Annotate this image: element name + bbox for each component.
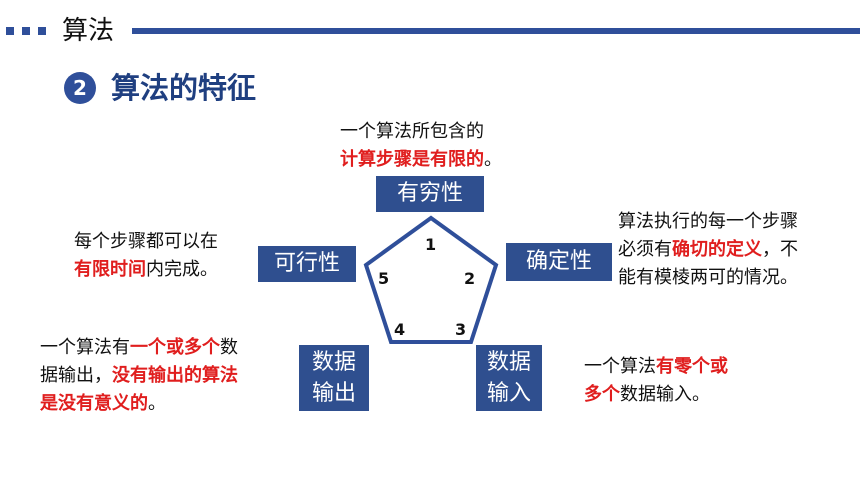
note-input-highlight-1: 有零个或 [656, 356, 728, 377]
note-feasibility-highlight: 有限时间 [74, 259, 146, 280]
note-output-text-d: 。 [148, 393, 166, 414]
note-finiteness-highlight: 计算步骤是有限的 [340, 149, 484, 170]
note-output-highlight-1: 一个或多个 [130, 337, 220, 358]
note-input: 一个算法有零个或 多个数据输入。 [584, 353, 728, 409]
box-definiteness: 确定性 [506, 243, 612, 281]
box-finiteness-label: 有穷性 [396, 181, 463, 206]
box-definiteness-label: 确定性 [525, 249, 592, 274]
note-output-highlight-3: 是没有意义的 [40, 393, 148, 414]
note-output-text-b: 数 [220, 337, 238, 358]
note-definiteness-line2: 必须有确切的定义，不 [618, 236, 798, 264]
note-input-line2: 多个数据输入。 [584, 381, 728, 409]
box-finiteness: 有穷性 [376, 176, 484, 212]
note-feasibility-tail: 内完成。 [146, 259, 218, 280]
pentagon-diagram [363, 215, 499, 344]
box-output: 数据 输出 [299, 345, 369, 411]
header-title: 算法 [62, 16, 115, 46]
pentagon-number-3: 3 [455, 320, 467, 339]
pentagon-number-2: 2 [464, 269, 476, 288]
note-definiteness-text-b: ，不 [762, 239, 798, 260]
note-finiteness-tail: 。 [484, 149, 502, 170]
box-output-line2: 输出 [311, 381, 356, 406]
box-feasibility-label: 可行性 [273, 251, 340, 276]
note-output-line2: 据输出，没有输出的算法 [40, 362, 238, 390]
note-definiteness-text-a: 必须有 [618, 239, 672, 260]
pentagon-number-4: 4 [394, 320, 406, 339]
box-input: 数据 输入 [476, 345, 542, 411]
note-definiteness-line3: 能有模棱两可的情况。 [618, 267, 798, 288]
note-definiteness-highlight: 确切的定义 [672, 239, 762, 260]
note-output-highlight-2: 没有输出的算法 [112, 365, 238, 386]
header-rule [132, 28, 860, 34]
header-square-2 [22, 27, 30, 35]
note-output-text-c: 据输出， [40, 365, 112, 386]
note-feasibility: 每个步骤都可以在 有限时间内完成。 [74, 228, 218, 284]
section-title: 算法的特征 [111, 71, 257, 105]
note-input-text-b: 数据输入。 [620, 384, 710, 405]
header-square-1 [6, 27, 14, 35]
note-feasibility-line2: 有限时间内完成。 [74, 256, 218, 284]
note-input-line1: 一个算法有零个或 [584, 353, 728, 381]
note-output-line1: 一个算法有一个或多个数 [40, 334, 238, 362]
pentagon-number-1: 1 [425, 235, 437, 254]
note-feasibility-line1: 每个步骤都可以在 [74, 231, 218, 252]
box-input-line1: 数据 [486, 350, 531, 375]
note-input-text-a: 一个算法 [584, 356, 656, 377]
note-output-line3: 是没有意义的。 [40, 390, 238, 418]
note-definiteness: 算法执行的每一个步骤 必须有确切的定义，不 能有模棱两可的情况。 [618, 208, 798, 292]
note-output-text-a: 一个算法有 [40, 337, 130, 358]
box-feasibility: 可行性 [258, 246, 356, 282]
note-input-highlight-2: 多个 [584, 384, 620, 405]
pentagon-number-5: 5 [378, 269, 390, 288]
box-input-line2: 输入 [486, 381, 531, 406]
box-output-line1: 数据 [311, 350, 356, 375]
note-finiteness: 一个算法所包含的 计算步骤是有限的。 [340, 118, 502, 174]
section-number-badge: 2 [64, 72, 96, 104]
header-square-3 [38, 27, 46, 35]
note-finiteness-line1: 一个算法所包含的 [340, 121, 484, 142]
note-finiteness-line2: 计算步骤是有限的。 [340, 146, 502, 174]
note-output: 一个算法有一个或多个数 据输出，没有输出的算法 是没有意义的。 [40, 334, 238, 418]
note-definiteness-line1: 算法执行的每一个步骤 [618, 211, 798, 232]
pentagon-shape [363, 215, 499, 344]
